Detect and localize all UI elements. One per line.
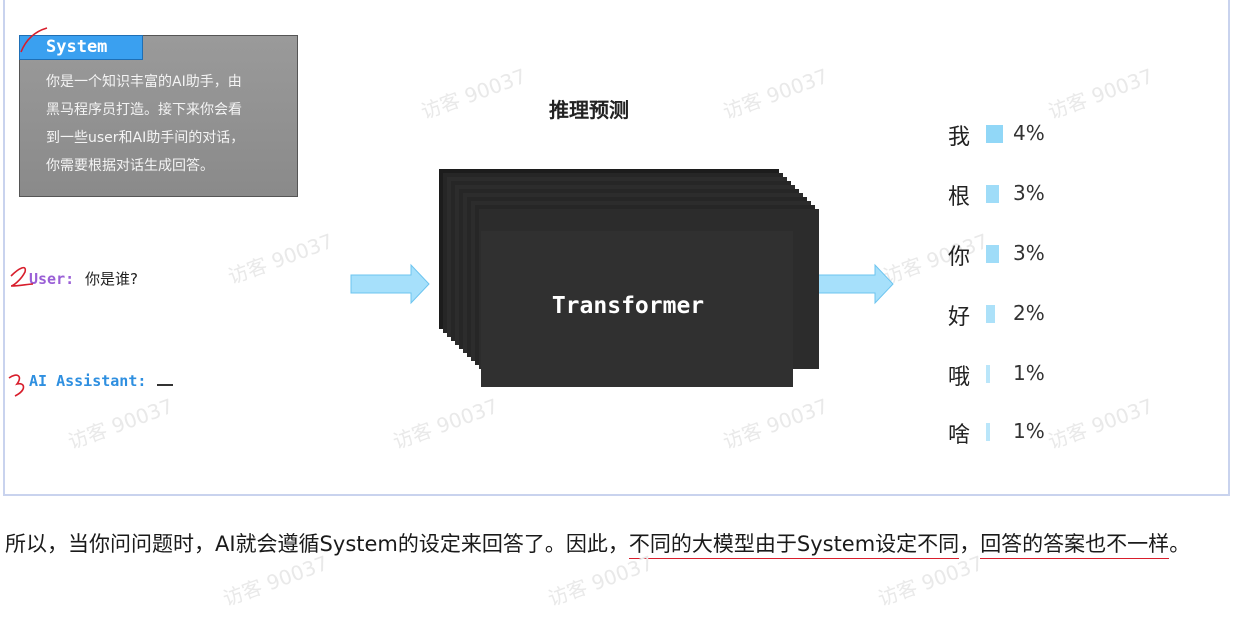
probability-label: 1% [1013, 361, 1045, 385]
system-prompt-text: 你是一个知识丰富的AI助手，由 黑马程序员打造。接下来你会看 到一些user和A… [46, 68, 286, 180]
output-arrow [814, 263, 894, 305]
paragraph-underlined-text: 回答的答案也不一样 [980, 532, 1170, 559]
user-label: User: [29, 270, 75, 288]
user-message: User: 你是谁? [29, 268, 138, 289]
probability-label: 3% [1013, 241, 1045, 265]
assistant-message: AI Assistant: [29, 372, 174, 390]
probability-label: 4% [1013, 121, 1045, 145]
explanation-paragraph: 所以，当你问问题时，AI就会遵循System的设定来回答了。因此，不同的大模型由… [5, 524, 1227, 564]
probability-label: 1% [1013, 419, 1045, 443]
token-char: 我 [948, 125, 971, 150]
system-prompt-box [19, 35, 298, 197]
token-char: 啥 [948, 423, 971, 448]
probability-bar [986, 365, 990, 383]
diagram-frame: 访客 90037 访客 90037 访客 90037 访客 90037 访客 9… [3, 0, 1230, 496]
system-text-line: 到一些user和AI助手间的对话， [46, 130, 245, 146]
probability-bar [986, 245, 999, 263]
system-text-line: 黑马程序员打造。接下来你会看 [46, 102, 242, 118]
token-char: 根 [948, 185, 971, 210]
paragraph-underlined-text: 不同的大模型由于System设定不同 [628, 532, 960, 559]
token-char: 你 [948, 245, 971, 270]
user-text: 你是谁? [84, 270, 138, 288]
probability-bar [986, 125, 1003, 143]
transformer-label: Transformer [551, 293, 705, 319]
token-char: 哦 [948, 365, 971, 390]
assistant-label: AI Assistant: [29, 372, 147, 390]
system-tag: System [19, 35, 143, 60]
annotation-marks [8, 27, 48, 397]
probability-label: 2% [1013, 301, 1045, 325]
probability-bar [986, 305, 995, 323]
transformer-stack [439, 169, 819, 387]
probability-bar [986, 185, 999, 203]
diagram-graphics [8, 27, 894, 397]
probability-label: 3% [1013, 181, 1045, 205]
text-cursor [157, 372, 174, 386]
paragraph-text: ， [959, 532, 981, 556]
paragraph-text: 所以，当你问问题时，AI就会遵循System的设定来回答了。因此， [5, 532, 629, 556]
paragraph-text: 。 [1169, 532, 1191, 556]
input-arrow [350, 263, 430, 305]
diagram-title: 推理预测 [549, 98, 629, 122]
system-text-line: 你需要根据对话生成回答。 [46, 158, 214, 174]
token-char: 好 [948, 305, 971, 330]
probability-bar [986, 423, 990, 441]
system-text-line: 你是一个知识丰富的AI助手，由 [46, 74, 242, 90]
